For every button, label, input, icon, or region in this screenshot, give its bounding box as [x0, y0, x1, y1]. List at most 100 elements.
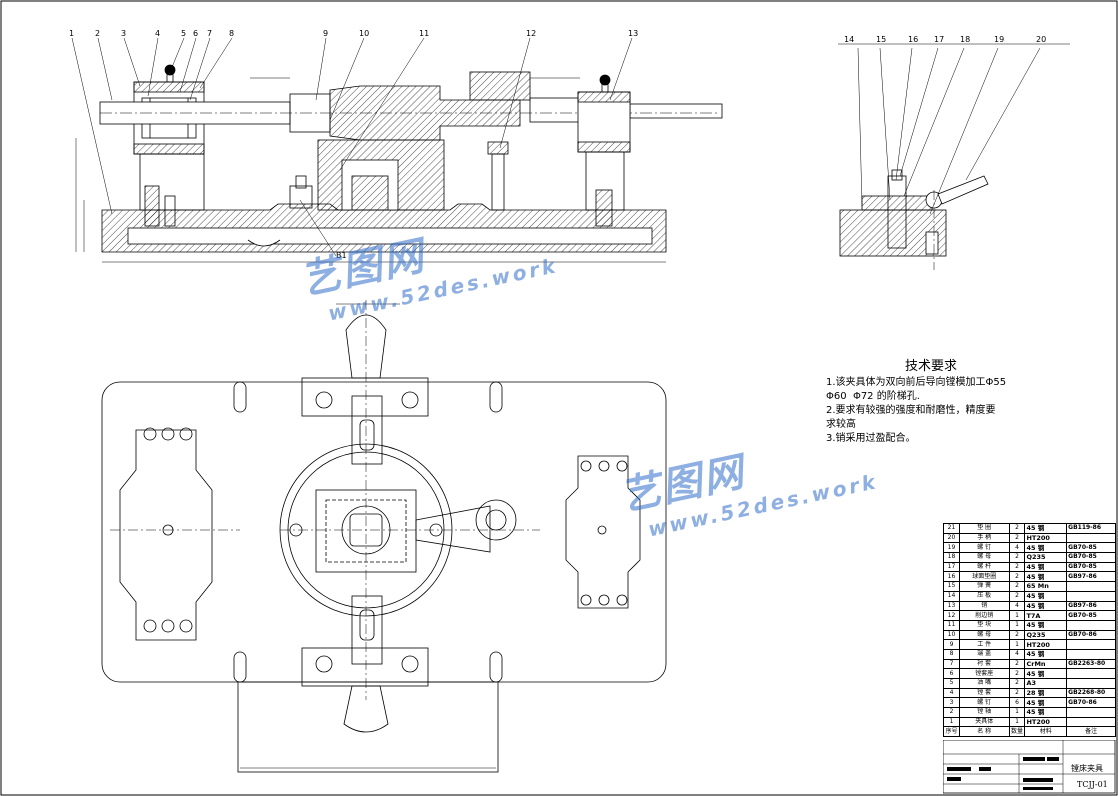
part-number-4: 4 — [155, 29, 160, 38]
bom-quantity: 2 — [1008, 552, 1026, 563]
bom-material: 45 钢 — [1024, 542, 1068, 554]
bom-material: 45 钢 — [1024, 707, 1068, 718]
requirement-line: 3.销采用过盈配合。 — [826, 433, 916, 444]
bom-material: 45 钢 — [1024, 561, 1068, 573]
part-number-1: 1 — [69, 29, 74, 38]
bom-index: 14 — [943, 590, 960, 602]
drawing-code: TCJJ-01 — [1077, 780, 1108, 789]
bom-material: 45 钢 — [1024, 590, 1068, 602]
bom-quantity: 1 — [1008, 639, 1026, 650]
bom-material: 45 钢 — [1024, 571, 1068, 583]
top-plan-view — [101, 300, 667, 773]
bom-header-cell: 数量 — [1008, 726, 1026, 738]
bom-material: 45 钢 — [1024, 619, 1068, 631]
bom-quantity: 2 — [1008, 561, 1026, 573]
bom-index: 17 — [943, 561, 960, 573]
bom-material: 45 钢 — [1024, 648, 1068, 660]
bom-part-name: 螺 钉 — [958, 542, 1010, 554]
requirements-title: 技术要求 — [904, 359, 957, 374]
bom-index: 1 — [943, 716, 960, 728]
bom-index: 6 — [943, 668, 960, 679]
bom-header-cell: 名 称 — [958, 726, 1010, 738]
part-number-17: 17 — [934, 35, 944, 44]
bom-standard — [1066, 639, 1116, 650]
bom-quantity: 2 — [1008, 571, 1026, 583]
part-number-3: 3 — [121, 29, 126, 38]
bom-material: HT200 — [1024, 716, 1068, 728]
bom-part-name: 衬 套 — [958, 658, 1010, 670]
bom-quantity: 2 — [1008, 532, 1026, 544]
bom-header-cell: 备注 — [1066, 726, 1116, 738]
part-number-12: 12 — [526, 29, 536, 38]
bom-material: 28 钢 — [1024, 687, 1068, 699]
part-number-20: 20 — [1036, 35, 1046, 44]
bom-part-name: 手 柄 — [958, 532, 1010, 544]
bom-quantity: 4 — [1008, 600, 1026, 612]
bom-standard — [1066, 707, 1116, 718]
bom-part-name: 削边销 — [958, 610, 1010, 621]
bom-material: 45 钢 — [1024, 668, 1068, 679]
part-number-13: 13 — [628, 29, 638, 38]
bom-quantity: 1 — [1008, 619, 1026, 631]
bom-index: 11 — [943, 619, 960, 631]
drawing-name: 镗床夹具 — [1071, 764, 1103, 773]
bom-standard: GB70-85 — [1066, 552, 1116, 563]
bom-part-name: 镗套座 — [958, 668, 1010, 679]
bom-material: Q235 — [1024, 552, 1068, 563]
bom-index: 2 — [943, 707, 960, 718]
bom-material: CrMn — [1024, 658, 1068, 670]
part-number-2: 2 — [95, 29, 100, 38]
part-number-15: 15 — [876, 35, 886, 44]
bom-quantity: 4 — [1008, 648, 1026, 660]
front-section-view — [71, 37, 723, 263]
requirement-line: Φ60 Φ72 的阶梯孔. — [826, 391, 920, 402]
title-block: 镗床夹具 TCJJ-01 — [943, 740, 1116, 794]
bom-part-name: 螺 母 — [958, 552, 1010, 563]
bom-standard: GB2268-80 — [1066, 687, 1116, 699]
bom-part-name: 镗 轴 — [958, 707, 1010, 718]
bom-part-name: 镗 套 — [958, 687, 1010, 699]
bom-standard — [1066, 716, 1116, 728]
bom-material: 65 Mn — [1024, 581, 1068, 592]
part-number-16: 16 — [908, 35, 918, 44]
part-number-14: 14 — [844, 35, 854, 44]
bom-standard — [1066, 581, 1116, 592]
bom-standard: GB70-85 — [1066, 542, 1116, 554]
bom-part-name: 销 — [958, 600, 1010, 612]
bom-quantity: 1 — [1008, 707, 1026, 718]
bom-standard: GB70-85 — [1066, 561, 1116, 573]
part-number-18: 18 — [960, 35, 970, 44]
bom-standard: GB70-85 — [1066, 610, 1116, 621]
bom-quantity: 2 — [1008, 581, 1026, 592]
bom-material: HT200 — [1024, 639, 1068, 650]
bom-material: HT200 — [1024, 532, 1068, 544]
requirement-line: 1.该夹具体为双向前后导向镗模加工Φ55 — [826, 377, 1007, 388]
bom-part-name: 球面垫圈 — [958, 571, 1010, 583]
bom-index: 12 — [943, 610, 960, 621]
bom-quantity: 2 — [1008, 658, 1026, 670]
bom-header-cell: 材料 — [1024, 726, 1068, 738]
requirement-line: 求较高 — [826, 419, 856, 430]
bom-part-name: 夹具体 — [958, 716, 1010, 728]
part-number-11: 11 — [419, 29, 429, 38]
bom-standard — [1066, 532, 1116, 544]
bom-quantity: 1 — [1008, 610, 1026, 621]
bom-quantity: 6 — [1008, 697, 1026, 709]
bom-index: 21 — [943, 523, 960, 534]
bom-quantity: 2 — [1008, 687, 1026, 699]
bom-material: A3 — [1024, 678, 1068, 689]
